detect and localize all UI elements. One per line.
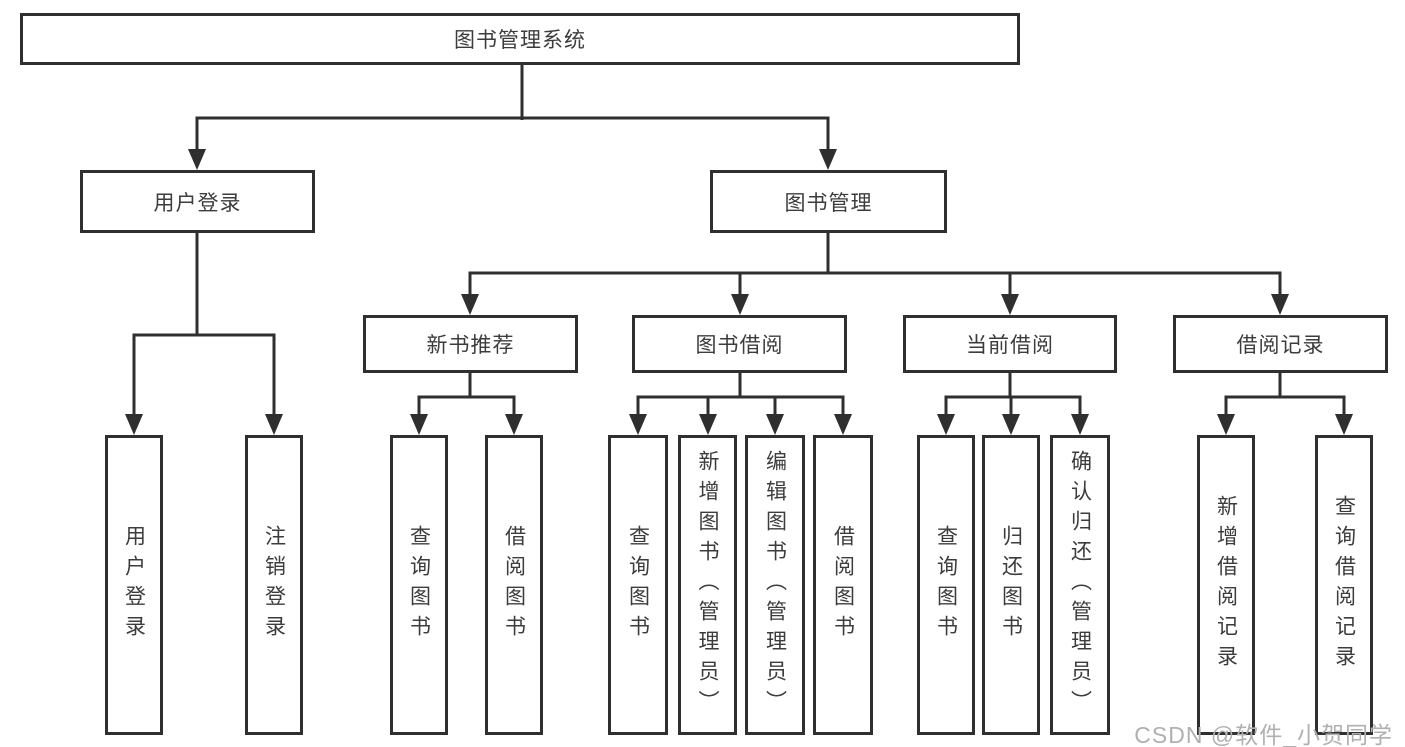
leaf-confirm-return-admin: 确认归还（管理员） bbox=[1050, 435, 1110, 735]
leaf-edit-book-admin: 编辑图书（管理员） bbox=[745, 435, 805, 735]
node-book-management: 图书管理 bbox=[710, 170, 947, 233]
node-new-book-recommend-label: 新书推荐 bbox=[426, 334, 515, 357]
leaf-return-books: 归还图书 bbox=[982, 435, 1040, 735]
leaf-query-books-borrowing: 查询图书 bbox=[608, 435, 668, 735]
leaf-borrow-books-recommend-label: 借阅图书 bbox=[502, 525, 526, 645]
leaf-borrow-books-borrowing-label: 借阅图书 bbox=[831, 525, 855, 645]
leaf-edit-book-admin-label: 编辑图书（管理员） bbox=[763, 450, 787, 720]
node-current-borrowing-label: 当前借阅 bbox=[966, 334, 1054, 357]
leaf-add-borrow-record-label: 新增借阅记录 bbox=[1214, 495, 1238, 675]
watermark: CSDN @软件_小贺同学 bbox=[1134, 722, 1393, 747]
leaf-query-books-current-label: 查询图书 bbox=[934, 525, 958, 645]
leaf-confirm-return-admin-label: 确认归还（管理员） bbox=[1068, 450, 1092, 720]
leaf-query-books-recommend: 查询图书 bbox=[390, 435, 448, 735]
node-book-management-label: 图书管理 bbox=[784, 191, 873, 215]
leaf-query-borrow-record-label: 查询借阅记录 bbox=[1332, 495, 1356, 675]
node-borrowing-records: 借阅记录 bbox=[1173, 315, 1388, 373]
leaf-borrow-books-recommend: 借阅图书 bbox=[485, 435, 543, 735]
node-book-borrowing: 图书借阅 bbox=[632, 315, 847, 373]
node-borrowing-records-label: 借阅记录 bbox=[1236, 334, 1325, 357]
node-new-book-recommend: 新书推荐 bbox=[363, 315, 578, 373]
leaf-add-book-admin: 新增图书（管理员） bbox=[678, 435, 737, 735]
leaf-borrow-books-borrowing: 借阅图书 bbox=[813, 435, 873, 735]
node-current-borrowing: 当前借阅 bbox=[903, 315, 1117, 373]
leaf-user-login: 用户登录 bbox=[105, 435, 163, 735]
node-book-borrowing-label: 图书借阅 bbox=[695, 334, 784, 357]
leaf-return-books-label: 归还图书 bbox=[999, 525, 1023, 645]
node-user-login-label: 用户登录 bbox=[153, 191, 242, 215]
leaf-add-book-admin-label: 新增图书（管理员） bbox=[696, 450, 719, 720]
node-root-label: 图书管理系统 bbox=[454, 29, 586, 52]
leaf-query-borrow-record: 查询借阅记录 bbox=[1315, 435, 1373, 735]
leaf-query-books-borrowing-label: 查询图书 bbox=[626, 525, 650, 645]
node-root: 图书管理系统 bbox=[20, 13, 1020, 65]
leaf-user-login-label: 用户登录 bbox=[122, 525, 146, 645]
leaf-query-books-current: 查询图书 bbox=[917, 435, 975, 735]
leaf-logout-label: 注销登录 bbox=[262, 525, 286, 645]
leaf-query-books-recommend-label: 查询图书 bbox=[407, 525, 431, 645]
leaf-add-borrow-record: 新增借阅记录 bbox=[1197, 435, 1255, 735]
leaf-logout: 注销登录 bbox=[245, 435, 303, 735]
node-user-login: 用户登录 bbox=[80, 170, 315, 233]
